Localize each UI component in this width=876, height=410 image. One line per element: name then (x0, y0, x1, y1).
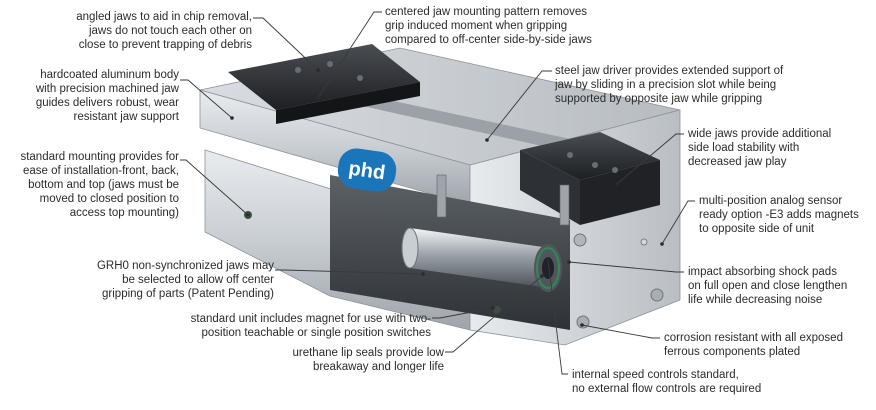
jaw-screws (436, 174, 570, 226)
logo-text: phd (347, 158, 386, 185)
phd-logo: phd (337, 148, 397, 192)
callout-steel-driver: steel jaw driver provides extended suppo… (555, 65, 784, 105)
leader-lines (180, 11, 695, 375)
callout-angled-jaws: angled jaws to aid in chip removal,jaws … (76, 11, 252, 51)
callout-speed-controls: internal speed controls standard,no exte… (572, 369, 762, 395)
callout-standard-magnet: standard unit includes magnet for use wi… (190, 313, 431, 339)
left-jaw (228, 44, 420, 124)
leader-markers (230, 68, 664, 327)
piston-rod (401, 227, 562, 292)
